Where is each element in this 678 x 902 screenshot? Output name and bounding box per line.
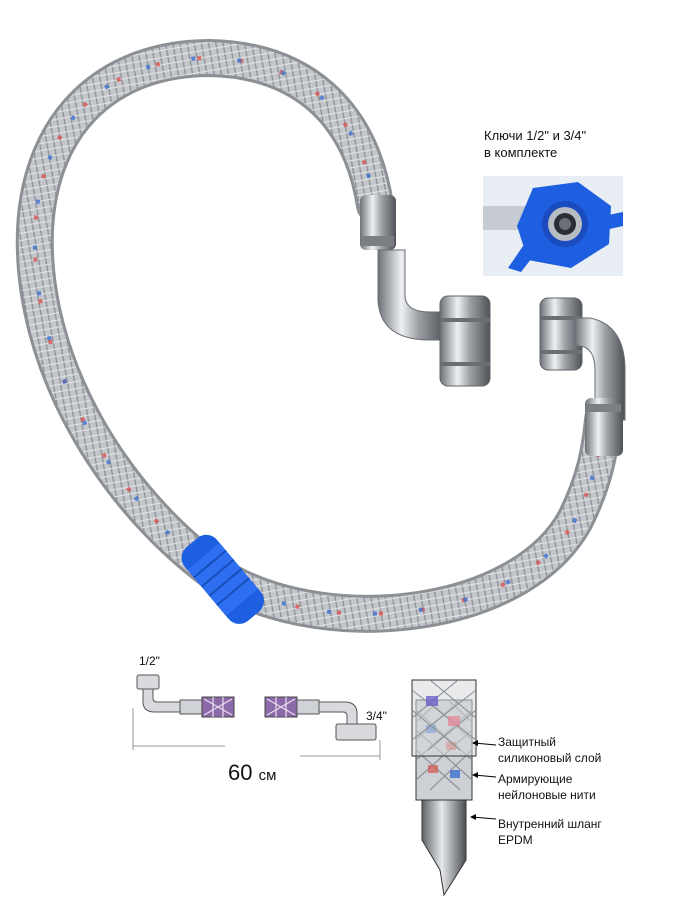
right-fitting: [539, 297, 626, 456]
length-diagram: [125, 650, 395, 780]
key-inset-image: [483, 176, 623, 276]
layer-label-line: нейлоновые нити: [498, 788, 596, 802]
layer-label-line: EPDM: [498, 833, 533, 847]
layer-label-line: силиконовый слой: [498, 751, 602, 765]
length-label: 60 см: [228, 760, 276, 786]
layer-label-line: Армирующие: [498, 772, 573, 786]
end-b-label: 3/4": [366, 709, 387, 723]
blue-key: [181, 534, 264, 624]
layer-label-line: Внутренний шланг: [498, 817, 602, 831]
layer-label-line: Защитный: [498, 735, 556, 749]
layer-label-nylon: Армирующие нейлоновые нити: [498, 771, 668, 803]
length-value: 60: [228, 760, 253, 785]
inset-caption-line2: в комплекте: [484, 145, 558, 160]
leader-arrows: [468, 735, 498, 825]
inset-caption-line1: Ключи 1/2" и 3/4": [484, 128, 587, 143]
end-a-label: 1/2": [139, 654, 160, 668]
braided-hose-illustration: [15, 38, 626, 633]
inset-caption: Ключи 1/2" и 3/4" в комплекте: [484, 127, 644, 161]
layer-label-epdm: Внутренний шланг EPDM: [498, 816, 668, 848]
layer-label-silicone: Защитный силиконовый слой: [498, 734, 668, 766]
cross-section-diagram: [400, 670, 490, 900]
hose-photo: [15, 38, 626, 633]
length-unit: см: [258, 767, 277, 784]
left-fitting: [360, 195, 491, 387]
